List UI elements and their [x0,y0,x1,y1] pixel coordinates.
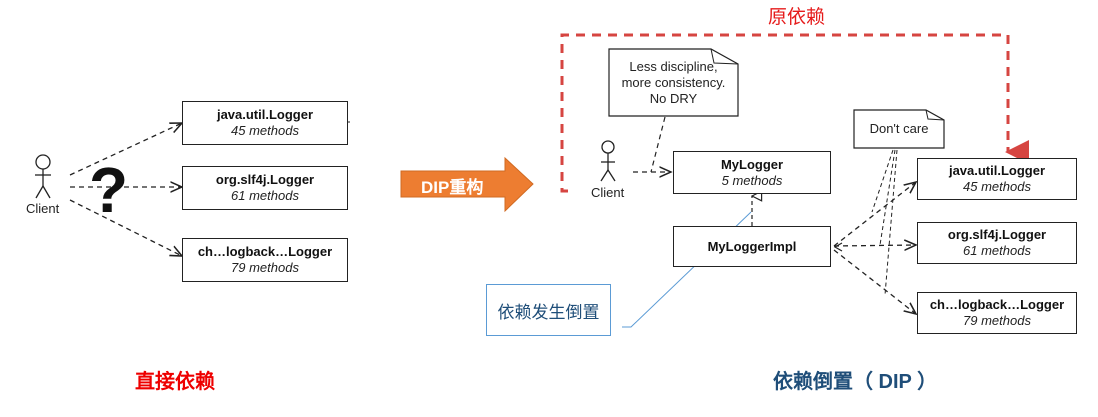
note-line: No DRY [649,90,698,106]
note-shape [853,109,945,149]
logger-name: org.slf4j.Logger [947,227,1047,242]
impl-incoming-arrowhead-icon [833,242,843,252]
original-dependency-line [560,33,1029,193]
note-less-discipline: Less discipline, more consistency. No DR… [608,48,739,117]
right-logger-java-util: java.util.Logger 45 methods [917,158,1077,200]
interface-name: MyLogger [720,156,784,172]
logger-methods: 61 methods [231,188,299,203]
note-dont-care: Don't care [853,109,945,149]
logger-name: org.slf4j.Logger [215,172,315,187]
left-arrow-java-util [69,123,182,176]
logger-name: java.util.Logger [948,163,1046,178]
right-logger-slf4j: org.slf4j.Logger 61 methods [917,222,1077,264]
logger-methods: 45 methods [231,123,299,138]
mylogger-interface: MyLogger 5 methods [673,151,831,194]
logger-name: java.util.Logger [216,107,314,122]
question-mark: ? [89,154,129,226]
note-shape [608,48,739,117]
impl-arrow-logback [833,249,916,314]
note-line: more consistency. [621,74,726,90]
logger-name: ch…logback…Logger [929,297,1065,312]
logger-name: ch…logback…Logger [197,244,333,259]
caption-dip: 依赖倒置（ DIP ） [773,371,938,393]
note-connector [650,116,666,173]
right-client-label: Client [591,185,625,200]
impl-arrow-java-util [833,182,916,247]
logger-methods: 79 methods [231,260,299,275]
left-client-actor-icon [35,154,51,199]
note-line: Less discipline, [629,58,718,74]
dip-refactor-arrow-shape [400,156,534,213]
left-logger-slf4j: org.slf4j.Logger 61 methods [182,166,348,210]
caption-direct-dependency: 直接依赖 [135,371,215,393]
original-dependency-label: 原依赖 [768,7,826,28]
dontcare-connectors [871,149,898,296]
note-text: Don't care [869,121,929,136]
right-logger-logback: ch…logback…Logger 79 methods [917,292,1077,334]
note-text: Less discipline, more consistency. No DR… [622,59,726,107]
interface-methods: 5 methods [721,172,783,188]
impl-arrow-slf4j [833,245,916,246]
mylogger-impl: MyLoggerImpl [673,226,831,267]
callout-dependency-inverted: 依赖发生倒置 [486,284,611,336]
left-logger-logback: ch…logback…Logger 79 methods [182,238,348,282]
impl-name: MyLoggerImpl [707,238,797,254]
left-client-label: Client [26,201,60,216]
left-logger-java-util: java.util.Logger 45 methods [182,101,348,145]
logger-methods: 79 methods [963,313,1031,328]
right-client-actor-icon [600,140,616,182]
dip-refactor-label: DIP重构 [421,178,484,197]
logger-methods: 45 methods [963,179,1031,194]
logger-methods: 61 methods [963,243,1031,258]
left-arrow-logback [69,199,182,256]
